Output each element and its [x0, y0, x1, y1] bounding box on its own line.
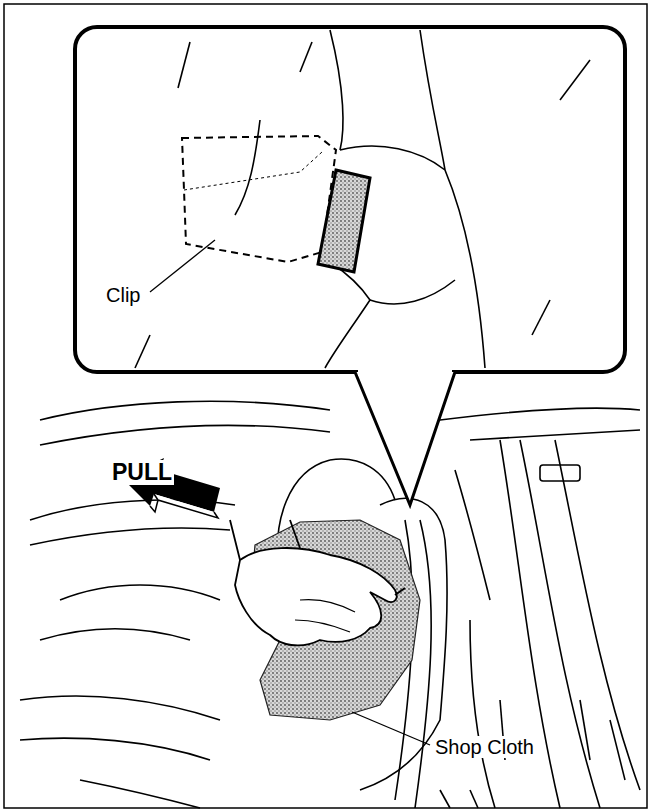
pull-arrow-side — [150, 494, 218, 518]
fingers — [295, 600, 355, 632]
shop-cloth-detail — [318, 170, 370, 272]
clip-edge — [184, 152, 322, 190]
frame — [4, 4, 647, 808]
part-label: Clip — [104, 284, 142, 306]
callout-frame — [75, 27, 625, 372]
hand — [235, 548, 397, 645]
action-label: PULL — [110, 460, 174, 485]
leader-line — [352, 712, 430, 745]
interior — [20, 401, 640, 808]
leader-line — [150, 240, 215, 292]
fingertip — [395, 588, 405, 595]
wrist — [230, 520, 300, 560]
pillar-detail — [135, 30, 590, 368]
clip-outline — [182, 136, 336, 262]
part-label: Shop Cloth — [433, 736, 536, 758]
pointer-gap — [358, 366, 452, 376]
callout-pointer — [355, 372, 455, 505]
